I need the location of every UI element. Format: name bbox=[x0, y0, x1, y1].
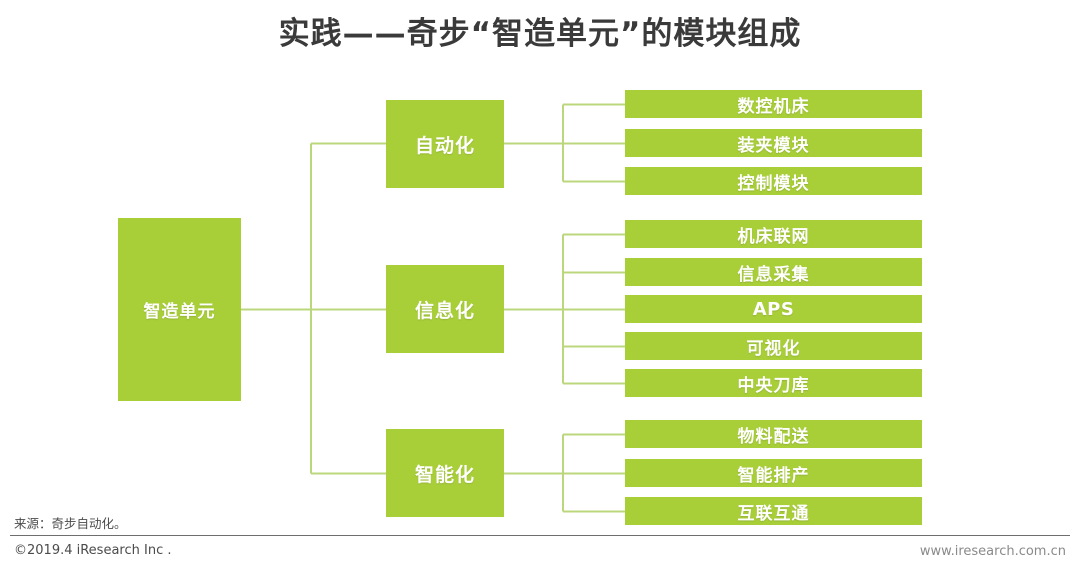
branch-node-intelligence[interactable]: 智能化 bbox=[386, 429, 504, 517]
leaf-node[interactable]: APS bbox=[625, 295, 922, 323]
branch-node-automation[interactable]: 自动化 bbox=[386, 100, 504, 188]
leaf-node[interactable]: 可视化 bbox=[625, 332, 922, 360]
leaf-node[interactable]: 装夹模块 bbox=[625, 129, 922, 157]
footer-divider bbox=[10, 535, 1070, 536]
footer: 来源：奇步自动化。 ©2019.4 iResearch Inc . www.ir… bbox=[0, 513, 1080, 573]
leaf-node[interactable]: 互联互通 bbox=[625, 497, 922, 525]
copyright-text: ©2019.4 iResearch Inc . bbox=[14, 543, 172, 558]
leaf-node[interactable]: 智能排产 bbox=[625, 459, 922, 487]
module-composition-diagram: 智造单元 自动化 信息化 智能化 数控机床 装夹模块 控制模块 机床联网 信息采… bbox=[118, 90, 922, 525]
leaf-node[interactable]: 物料配送 bbox=[625, 420, 922, 448]
leaf-node[interactable]: 中央刀库 bbox=[625, 369, 922, 397]
leaf-node[interactable]: 控制模块 bbox=[625, 167, 922, 195]
leaf-node[interactable]: 数控机床 bbox=[625, 90, 922, 118]
connector-lines bbox=[241, 103, 625, 513]
leaf-node[interactable]: 信息采集 bbox=[625, 258, 922, 286]
root-node-smart-manufacturing-unit[interactable]: 智造单元 bbox=[118, 218, 241, 401]
source-note: 来源：奇步自动化。 bbox=[14, 516, 127, 531]
page-title: 实践——奇步“智造单元”的模块组成 bbox=[278, 16, 802, 52]
website-url: www.iresearch.com.cn bbox=[919, 544, 1066, 559]
leaf-node[interactable]: 机床联网 bbox=[625, 220, 922, 248]
branch-node-informatization[interactable]: 信息化 bbox=[386, 265, 504, 353]
